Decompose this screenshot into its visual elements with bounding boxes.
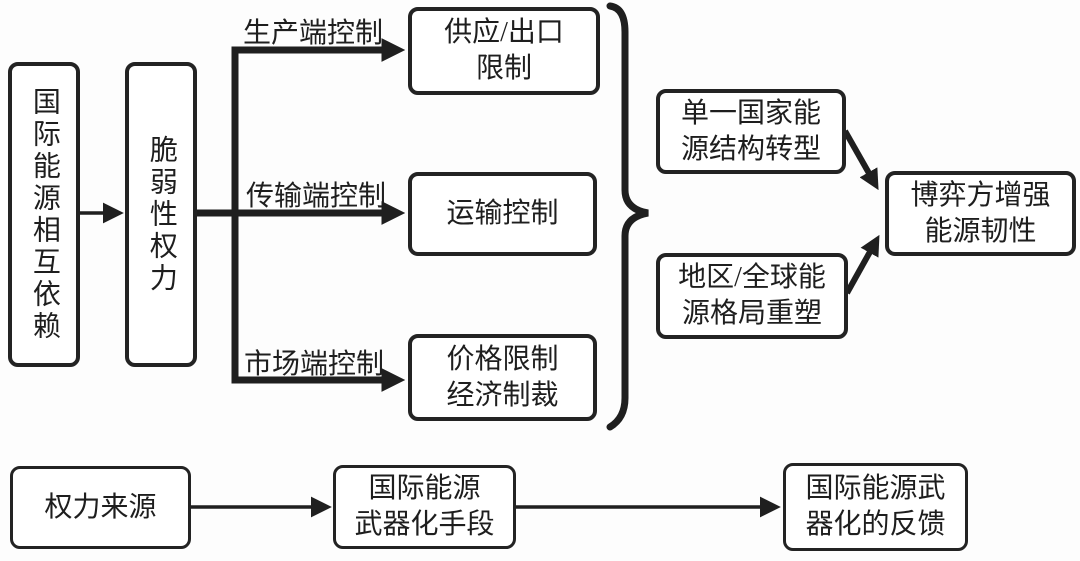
node-price-limit-sanctions-label: 价格限制 经济制裁 (446, 343, 559, 411)
node-supply-export-restriction: 供应/出口 限制 (408, 7, 600, 95)
node-supply-export-restriction-label: 供应/出口 限制 (444, 17, 564, 84)
node-power-source: 权力来源 (10, 466, 191, 549)
node-regional-global-reshape-label: 地区/全球能 源格局重塑 (678, 262, 826, 329)
node-regional-global-reshape: 地区/全球能 源格局重塑 (656, 253, 848, 339)
node-weaponization-feedback-label: 国际能源武 器化的反馈 (805, 473, 946, 540)
node-interdependence-label: 国际能源相互依赖 (28, 86, 60, 343)
node-price-limit-sanctions: 价格限制 经济制裁 (408, 334, 597, 421)
curly-brace (606, 2, 649, 431)
node-power-source-label: 权力来源 (44, 491, 157, 523)
node-weaponization-means: 国际能源 武器化手段 (333, 465, 516, 549)
arrow-regional-to-resilience (844, 234, 880, 295)
edge-label-transmission-control: 传输端控制 (246, 181, 387, 212)
node-vulnerability-power-label: 脆弱性权力 (145, 134, 177, 295)
edge-label-production-control: 生产端控制 (243, 18, 384, 49)
node-vulnerability-power: 脆弱性权力 (125, 62, 197, 367)
node-weaponization-feedback: 国际能源武 器化的反馈 (783, 463, 968, 551)
node-interdependence: 国际能源相互依赖 (8, 62, 80, 367)
node-single-country-transition: 单一国家能 源结构转型 (656, 89, 846, 174)
node-transport-control-label: 运输控制 (446, 198, 559, 230)
arrow-single-country-to-resilience (842, 129, 879, 191)
node-single-country-transition-label: 单一国家能 源结构转型 (680, 97, 821, 165)
node-transport-control: 运输控制 (408, 172, 597, 256)
node-resilience: 博弈方增强 能源韧性 (885, 171, 1076, 256)
node-weaponization-means-label: 国际能源 武器化手段 (354, 473, 495, 540)
edge-label-market-control: 市场端控制 (244, 349, 385, 380)
node-resilience-label: 博弈方增强 能源韧性 (910, 179, 1051, 247)
